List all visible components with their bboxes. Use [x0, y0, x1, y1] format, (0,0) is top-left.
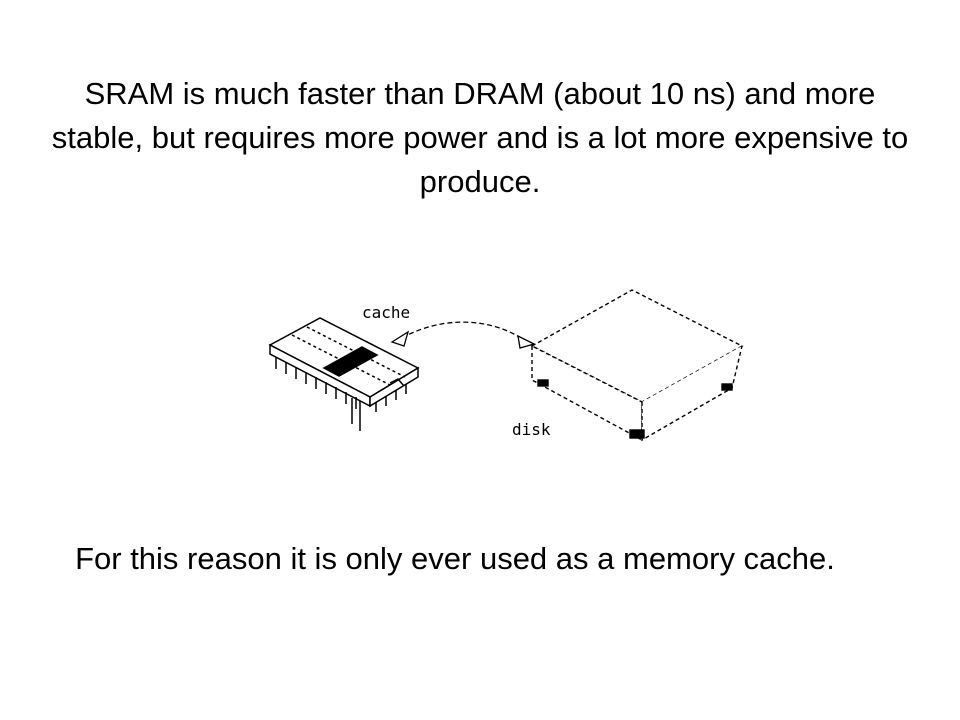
memory-chip-icon	[268, 317, 420, 431]
curved-arrow-icon	[390, 321, 536, 349]
cache-label: cache	[362, 303, 410, 322]
disk-label: disk	[512, 420, 551, 439]
cache-disk-diagram: cache disk	[262, 280, 752, 455]
slide-bottom-paragraph: For this reason it is only ever used as …	[75, 541, 835, 576]
disk-drive-icon	[530, 289, 744, 442]
slide-top-paragraph: SRAM is much faster than DRAM (about 10 …	[51, 76, 909, 199]
